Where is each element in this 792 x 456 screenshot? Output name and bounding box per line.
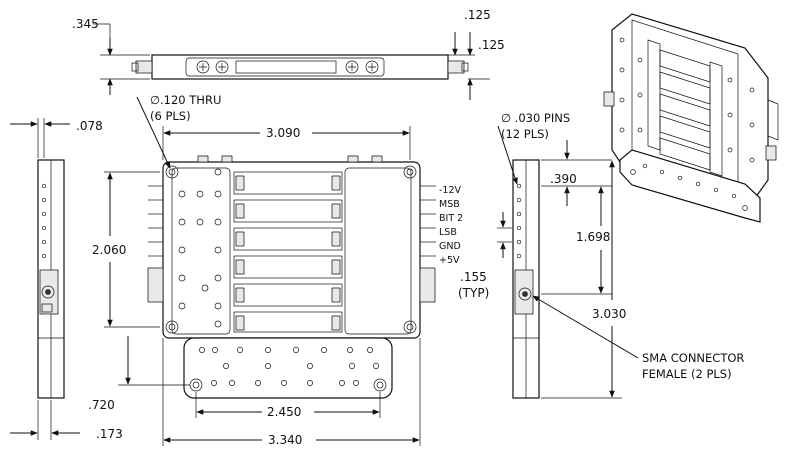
dim-thickness: .345 xyxy=(72,17,99,31)
dim-width: 3.090 xyxy=(266,126,300,140)
top-view-screw-icons xyxy=(196,60,379,74)
dim-flange-offset: .720 xyxy=(88,398,115,412)
flange-screws xyxy=(199,347,379,386)
iso-flange-screws xyxy=(630,163,748,211)
left-cover-screws xyxy=(178,168,222,328)
pin-label: MSB xyxy=(439,199,460,210)
right-side-pin-holes xyxy=(516,183,522,259)
iso-channels xyxy=(659,49,711,171)
dim-pin-top: .390 xyxy=(550,172,577,186)
note-thru-holes: ∅.120 THRU xyxy=(150,93,221,107)
note-sma-connector: SMA CONNECTOR xyxy=(642,351,744,365)
dim-height: 2.060 xyxy=(92,243,126,257)
note-pins: ∅ .030 PINS xyxy=(501,111,570,125)
left-side-view: .078 .173 xyxy=(10,118,123,441)
left-side-pin-holes xyxy=(41,183,47,259)
iso-screws xyxy=(619,37,755,163)
right-side-view: ∅ .030 PINS (12 PLS) .390 1.698 3.030 .1… xyxy=(458,111,744,399)
note-thru-holes-count: (6 PLS) xyxy=(150,109,191,123)
top-view: .345 .125 .125 xyxy=(72,8,505,100)
dim-side-width: .078 xyxy=(76,119,103,133)
pin-label-list: -12V MSB BIT 2 LSB GND +5V xyxy=(439,185,463,266)
dim-pin-offset: .125 xyxy=(478,38,505,52)
pin-label: +5V xyxy=(439,255,460,266)
pin-label: LSB xyxy=(439,227,457,238)
dim-pin-span: 1.698 xyxy=(576,230,610,244)
note-sma-connector-count: FEMALE (2 PLS) xyxy=(642,367,732,381)
dim-pitch-note: (TYP) xyxy=(458,286,489,300)
pin-label: GND xyxy=(439,241,461,252)
dim-top-offset: .125 xyxy=(464,8,491,22)
note-pins-count: (12 PLS) xyxy=(501,127,549,141)
channel-slots xyxy=(233,171,343,333)
dim-side-bottom: .173 xyxy=(96,427,123,441)
dim-flange-width: 2.450 xyxy=(267,405,301,419)
dim-pitch: .155 xyxy=(460,270,487,284)
dim-overall-width: 3.340 xyxy=(268,433,302,447)
corner-holes xyxy=(165,165,417,334)
left-pins xyxy=(148,185,163,257)
isometric-view xyxy=(603,13,779,223)
pin-label: BIT 2 xyxy=(439,213,463,224)
front-view: -12V MSB BIT 2 LSB GND +5V ∅.120 THRU (6… xyxy=(88,93,463,447)
right-pins xyxy=(420,185,436,257)
dim-overall-height: 3.030 xyxy=(592,307,626,321)
pin-label: -12V xyxy=(439,185,462,196)
